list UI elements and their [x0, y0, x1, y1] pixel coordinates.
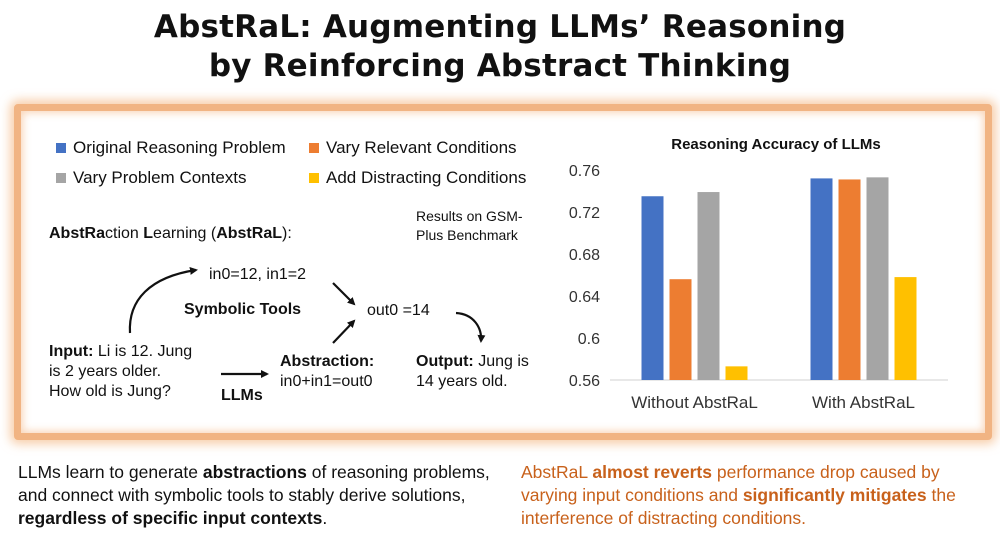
symbolic-tools-label: Symbolic Tools [184, 301, 302, 318]
bar [641, 196, 664, 380]
x-category-label: Without AbstRaL [631, 393, 758, 412]
caption-part: . [322, 508, 328, 528]
legend-swatch-original [56, 143, 66, 153]
heading-part: ): [281, 225, 292, 242]
legend-item-contexts: Vary Problem Contexts [56, 168, 247, 188]
y-tick-label: 0.6 [578, 331, 600, 348]
arrow-input-to-symbolic [128, 266, 198, 334]
results-note-line-1: Results on GSM- [416, 208, 523, 224]
input-label: Input: [49, 343, 94, 360]
abstraction-label: Abstraction: [280, 353, 375, 370]
results-note: Results on GSM- Plus Benchmark [416, 207, 523, 245]
caption-part: performance drop caused by varying input… [521, 462, 940, 505]
legend-label: Vary Problem Contexts [73, 168, 247, 187]
y-tick-label: 0.56 [569, 373, 600, 390]
caption-part: significantly mitigates [742, 485, 927, 505]
accuracy-chart: Reasoning Accuracy of LLMs 0.760.720.680… [569, 136, 948, 412]
diagram-heading: AbstRaction Learning (AbstRaL): [49, 225, 292, 243]
llms-label: LLMs [221, 387, 263, 404]
x-axis-labels: Without AbstRaL With AbstRaL [631, 393, 915, 412]
out-value: out0 =14 [367, 302, 430, 319]
heading-part: AbstRa [49, 225, 106, 242]
legend-label: Vary Relevant Conditions [326, 138, 517, 157]
abstraction-expr: in0+in1=out0 [280, 373, 373, 390]
caption-part: AbstRaL [521, 462, 593, 482]
in-values: in0=12, in1=2 [209, 266, 306, 283]
caption-part: LLMs learn to generate [18, 462, 203, 482]
legend-swatch-relevant [309, 143, 319, 153]
page-title: AbstRaL: Augmenting LLMs’ Reasoning by R… [0, 8, 1000, 86]
bar [838, 179, 861, 380]
chart-title: Reasoning Accuracy of LLMs [671, 136, 881, 153]
y-tick-label: 0.64 [569, 289, 600, 306]
caption-part: regardless of specific input contexts [18, 508, 323, 528]
legend-label: Original Reasoning Problem [73, 138, 286, 157]
legend-swatch-contexts [56, 173, 66, 183]
input-text: Input: Li is 12. Jung is 2 years older. … [49, 342, 192, 402]
legend-item-original: Original Reasoning Problem [56, 138, 286, 158]
results-note-line-2: Plus Benchmark [416, 227, 518, 243]
bar [894, 277, 917, 380]
title-line-1: AbstRaL: Augmenting LLMs’ Reasoning [153, 9, 847, 45]
heading-part: ction [105, 225, 144, 242]
y-tick-label: 0.68 [569, 247, 600, 264]
y-axis-ticks: 0.76 0.72 0.68 0.64 0.6 0.56 [569, 163, 600, 390]
caption-part: the interference of distracting conditio… [521, 485, 956, 528]
heading-part: L [143, 225, 154, 242]
caption-left: LLMs learn to generate abstractions of r… [18, 461, 508, 530]
input-line: Li is 12. Jung [93, 343, 193, 360]
legend-item-relevant: Vary Relevant Conditions [309, 138, 517, 158]
arrow-out-to-output [455, 311, 486, 343]
output-line: Jung is [473, 353, 529, 370]
bar [669, 279, 692, 380]
bar [810, 178, 833, 380]
bars-group [641, 177, 917, 380]
input-line: How old is Jung? [49, 383, 171, 400]
legend-swatch-distracting [309, 173, 319, 183]
input-line: is 2 years older. [49, 363, 162, 380]
arrow-abstraction-to-out [332, 319, 356, 344]
title-line-2: by Reinforcing Abstract Thinking [208, 48, 792, 84]
y-tick-label: 0.76 [569, 163, 600, 180]
caption-part: abstractions [202, 462, 307, 482]
caption-part: almost reverts [592, 462, 712, 482]
bar [697, 192, 720, 380]
x-category-label: With AbstRaL [812, 393, 915, 412]
abstraction-text: Abstraction: in0+in1=out0 [280, 352, 374, 392]
heading-part: AbstRaL [216, 225, 282, 242]
output-label: Output: [416, 353, 474, 370]
bar [725, 366, 748, 380]
caption-part: of reasoning problems, and connect with … [18, 462, 490, 505]
legend-label: Add Distracting Conditions [326, 168, 527, 187]
caption-right: AbstRaL almost reverts performance drop … [521, 461, 991, 530]
arrow-in-to-out [332, 282, 356, 306]
bar [866, 177, 889, 380]
output-line: 14 years old. [416, 373, 508, 390]
y-tick-label: 0.72 [569, 205, 600, 222]
legend-item-distracting: Add Distracting Conditions [309, 168, 526, 188]
heading-part: earning ( [153, 225, 217, 242]
output-text: Output: Jung is 14 years old. [416, 352, 529, 392]
